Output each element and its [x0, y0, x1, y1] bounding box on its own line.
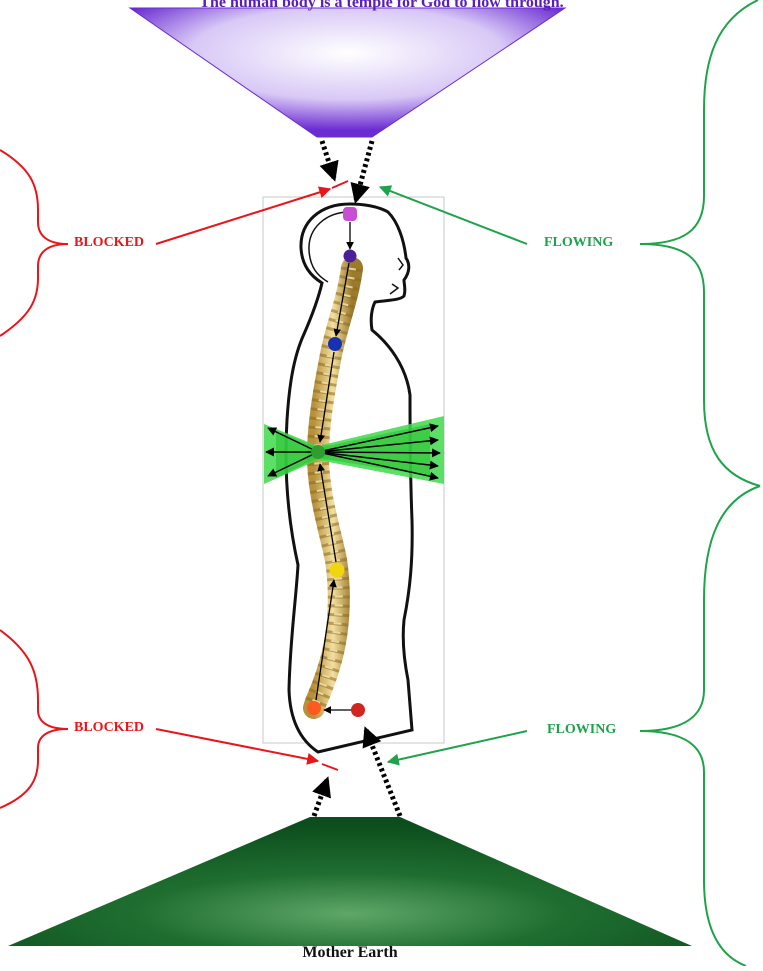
chakra-crown — [343, 207, 357, 221]
chakra-root — [351, 703, 365, 717]
flowing-bottom-pointer — [388, 731, 527, 762]
chakra-solar-plexus — [330, 563, 345, 578]
blocked-top-brace — [0, 150, 68, 336]
mother-earth-label: Mother Earth — [0, 944, 700, 962]
top-caption: The human body is a temple for God to fl… — [0, 0, 763, 12]
divine-source-funnel — [130, 8, 565, 137]
blocked-label-bottom: BLOCKED — [72, 720, 146, 736]
flowing-top-brace — [640, 0, 760, 486]
block-mark-top — [332, 181, 348, 188]
chakra-heart — [311, 445, 325, 459]
chakra-throat — [328, 337, 342, 351]
mother-earth-mound — [8, 817, 692, 946]
flowing-label-top: FLOWING — [542, 235, 615, 251]
flowing-bottom-brace — [640, 486, 760, 966]
top-flow-arrows — [322, 141, 372, 200]
blocked-bottom-pointer — [156, 729, 318, 761]
blocked-bottom-brace — [0, 630, 68, 808]
blocked-label-top: BLOCKED — [72, 235, 146, 251]
flowing-label-bottom: FLOWING — [545, 722, 618, 738]
chakra-sacral — [307, 701, 321, 715]
chakra-third-eye — [344, 250, 357, 263]
block-mark-bottom — [322, 764, 338, 770]
